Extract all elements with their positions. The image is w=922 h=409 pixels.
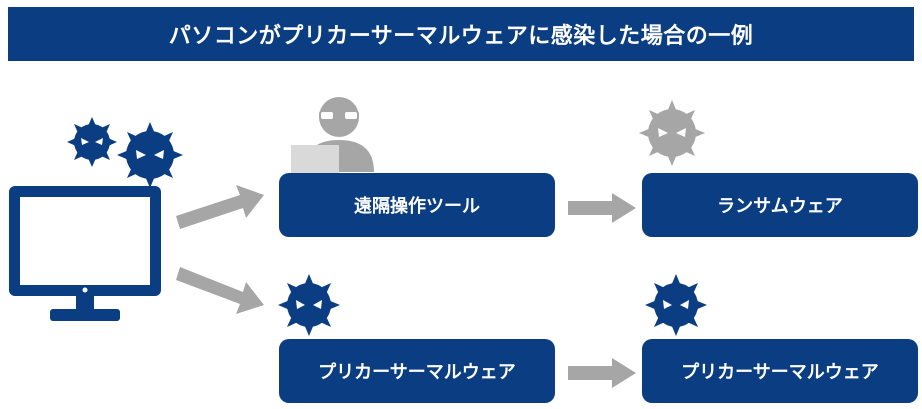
remote-access-tool-node: 遠隔操作ツール [279, 173, 555, 237]
precursor-malware-label-1: プリカーサーマルウェア [318, 362, 516, 383]
precursor-malware-node-1: プリカーサーマルウェア [279, 339, 555, 403]
diagram-title: パソコンがプリカーサーマルウェアに感染した場合の一例 [168, 24, 754, 49]
precursor-malware-label-2: プリカーサーマルウェア [681, 362, 879, 383]
ransomware-node: ランサムウェア [642, 173, 918, 237]
remote-access-tool-label: 遠隔操作ツール [354, 196, 480, 217]
diagram-title-banner: パソコンがプリカーサーマルウェアに感染した場合の一例 [8, 7, 914, 61]
precursor-malware-node-2: プリカーサーマルウェア [642, 339, 918, 403]
ransomware-label: ランサムウェア [717, 196, 843, 217]
